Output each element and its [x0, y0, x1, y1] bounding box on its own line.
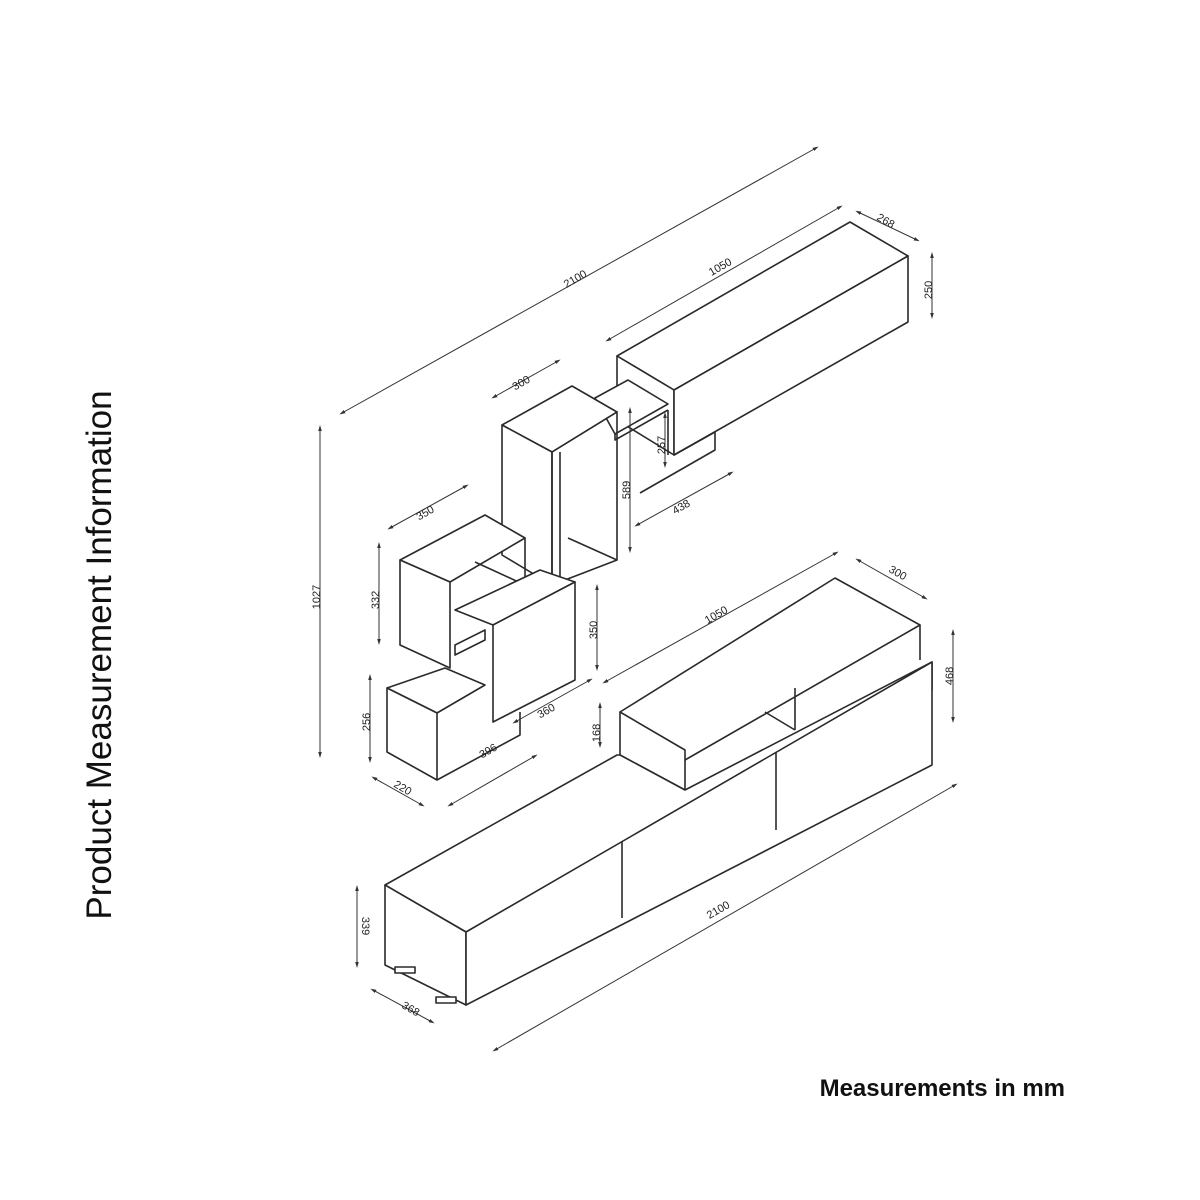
dim-tv-base-height: 339	[359, 917, 371, 935]
units-note: Measurements in mm	[819, 1075, 1065, 1102]
dim-tv-total-height: 468	[944, 667, 956, 685]
dim-tv-total-width: 2100	[705, 899, 732, 922]
dim-small-box-depth: 220	[392, 779, 414, 799]
wall-tall-box	[501, 385, 618, 586]
dim-tall-box-width: 300	[511, 374, 533, 394]
dim-small-box-width: 396	[478, 742, 500, 762]
dim-tall-box-height: 589	[621, 481, 633, 499]
dim-cube-width: 350	[415, 504, 437, 524]
dim-wall-total-width: 2100	[562, 268, 589, 291]
dim-wall-top-shelf-height: 250	[923, 281, 935, 299]
wall-small-box	[386, 667, 521, 781]
dimension-lines	[318, 146, 958, 1052]
dim-small-box-height: 256	[361, 713, 373, 731]
dim-tv-upper-depth: 300	[887, 564, 909, 584]
dim-connector-width: 438	[671, 498, 693, 518]
dim-tv-upper-width: 1050	[703, 604, 730, 627]
wall-middle-box	[454, 569, 576, 723]
dim-cube-height: 332	[370, 591, 382, 609]
dim-gap-height: 257	[656, 436, 668, 454]
wall-cube	[399, 514, 526, 669]
dim-tv-base-depth: 368	[400, 1000, 422, 1020]
dim-tv-upper-height: 168	[591, 724, 603, 742]
dim-wall-total-height: 1027	[311, 585, 323, 609]
dim-middle-box-height: 350	[588, 621, 600, 639]
dim-middle-box-depth: 360	[536, 702, 558, 722]
